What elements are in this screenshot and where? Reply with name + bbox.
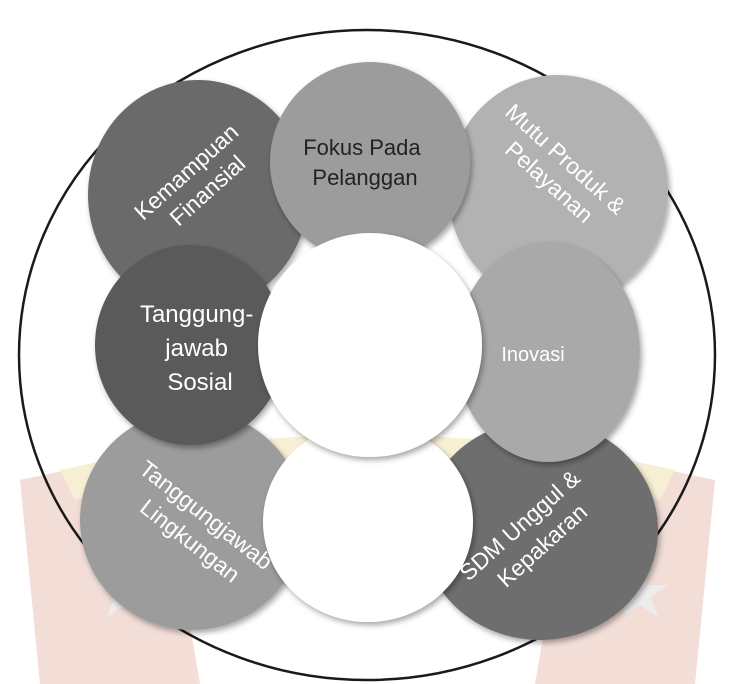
node-bottom-empty <box>263 422 473 622</box>
svg-text:Tanggung- jawab So: Tanggung- jawab Sosial <box>140 301 260 396</box>
label-fokus: Fokus Pada Pelanggan <box>303 135 427 190</box>
outer-ring <box>17 28 717 682</box>
svg-text:Inovasi: Inovasi <box>501 344 564 366</box>
center-circle <box>258 233 482 457</box>
svg-text:Fokus Pada Pelanggan: Fokus Pada Pelanggan <box>303 135 427 190</box>
node-tanggungjawab-sosial <box>95 245 285 445</box>
watermark-star-right-icon <box>612 565 668 617</box>
node-lingkungan <box>80 410 304 630</box>
node-mutu <box>448 75 668 305</box>
node-fokus <box>270 62 470 262</box>
node-inovasi <box>456 242 640 462</box>
label-inovasi: Inovasi <box>501 344 564 366</box>
node-sdm <box>422 420 658 640</box>
label-tanggungjawab-sosial: Tanggung- jawab Sosial <box>140 301 260 396</box>
node-kemampuan <box>88 80 308 310</box>
